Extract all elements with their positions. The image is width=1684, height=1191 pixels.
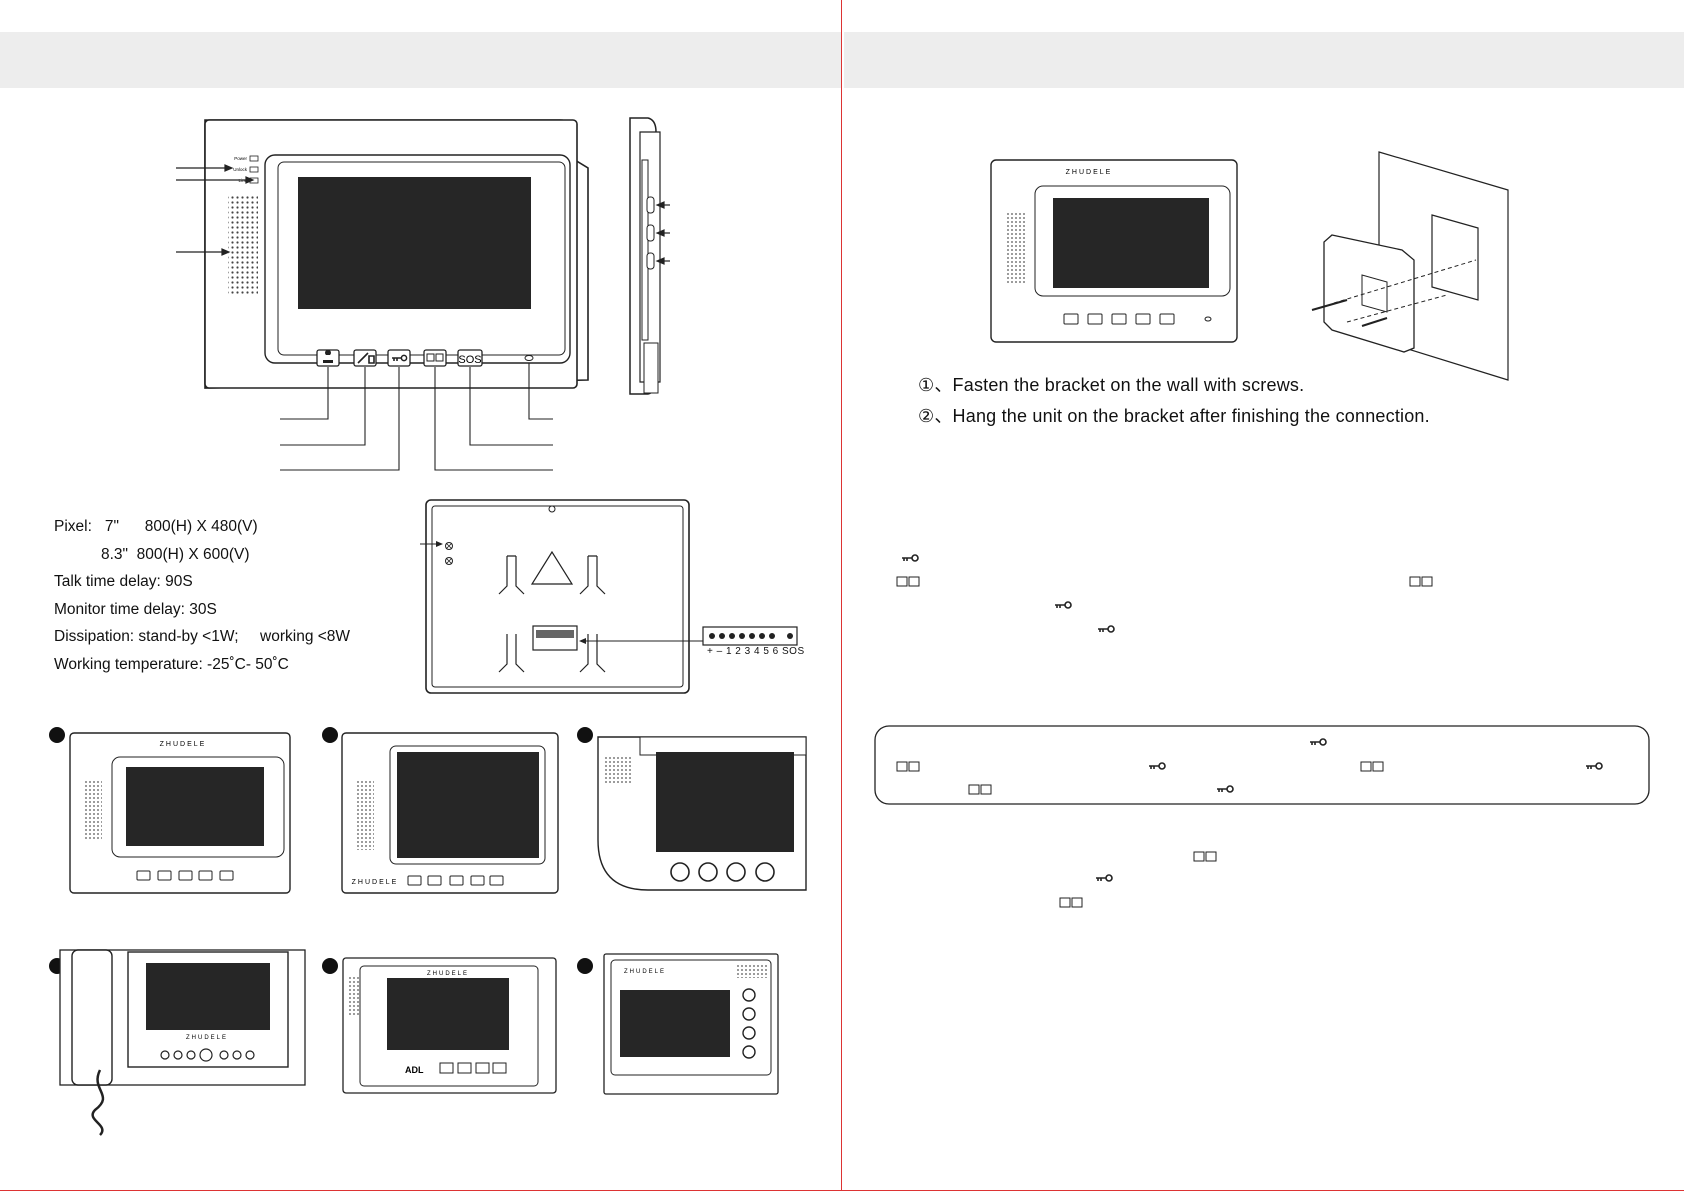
svg-text:ADL: ADL [405, 1065, 424, 1075]
side-view [629, 117, 670, 395]
note-box [874, 725, 1650, 805]
unlock-key-icon [1096, 874, 1113, 882]
intercom-icon [896, 761, 920, 772]
install-step-2: ②、Hang the unit on the bracket after fin… [918, 406, 1430, 426]
front-screen [298, 177, 531, 309]
svg-text:ZHUDELE: ZHUDELE [624, 969, 666, 975]
unlock-key-icon [902, 554, 919, 562]
spec-monitor: Monitor time delay: 30S [54, 600, 217, 618]
svg-text:ZHUDELE: ZHUDELE [186, 1035, 228, 1041]
installation-diagram: ZHUDELE [990, 151, 1509, 381]
spec-dissipation: Dissipation: stand-by <1W; working <8W [54, 628, 351, 645]
installation-monitor: ZHUDELE [990, 159, 1238, 343]
install-step-1: ①、Fasten the bracket on the wall with sc… [918, 375, 1305, 395]
unlock-key-icon [1098, 625, 1115, 633]
right-header-band [844, 32, 1684, 88]
front-buttons: SOS [316, 349, 534, 367]
terminal-block [702, 626, 798, 646]
wall-bracket [1311, 151, 1509, 381]
model-4: ZHUDELE [59, 949, 306, 1136]
intercom-icon [896, 576, 920, 587]
intercom-icon [1360, 761, 1384, 772]
svg-text:ZHUDELE: ZHUDELE [427, 971, 469, 977]
intercom-icon [968, 784, 992, 795]
unlock-key-icon [1055, 601, 1072, 609]
intercom-icon [1193, 851, 1217, 862]
led-label-unlock: Unlock [233, 167, 248, 172]
spec-pixel-83: 8.3" 800(H) X 600(V) [101, 545, 250, 563]
right-page: ZHUDELE ①、Fasten the bracket on the wall… [842, 0, 1684, 1191]
unlock-key-icon [1217, 785, 1234, 793]
terminal-labels: + – 1 2 3 4 5 6 SOS [707, 646, 805, 657]
sos-button [457, 349, 483, 367]
specifications: Pixel: 7" 800(H) X 480(V) 8.3" 800(H) X … [54, 513, 350, 678]
spec-talk: Talk time delay: 90S [54, 573, 193, 590]
microphone [524, 355, 534, 361]
model-gallery: ZHUDELE ZHUDELE ZHUDELE [49, 727, 807, 1136]
model-1: ZHUDELE [69, 732, 291, 894]
left-page: Power Unlock Line SOS [0, 0, 842, 1191]
front-panel-diagram: Power Unlock Line SOS [176, 117, 798, 694]
model-5: ZHUDELE ADL [342, 957, 557, 1094]
intercom-icon [1409, 576, 1433, 587]
model-6: ZHUDELE [603, 953, 779, 1095]
rear-panel [420, 499, 706, 694]
unlock-key-icon [1310, 738, 1327, 746]
svg-text:ZHUDELE: ZHUDELE [1066, 169, 1113, 176]
left-header-band [0, 32, 841, 88]
unlock-key-icon [1586, 762, 1603, 770]
svg-text:ZHUDELE: ZHUDELE [160, 741, 207, 748]
model-2: ZHUDELE [341, 732, 559, 894]
svg-text:SOS: SOS [458, 354, 481, 366]
callout-lines-bottom [280, 363, 553, 471]
intercom-icon [1059, 897, 1083, 908]
led-label-power: Power [234, 156, 247, 161]
callout-arrows-left [176, 164, 255, 256]
spec-pixel-7: Pixel: 7" 800(H) X 480(V) [54, 518, 258, 535]
svg-text:ZHUDELE: ZHUDELE [352, 879, 399, 886]
unlock-key-icon [1149, 762, 1166, 770]
model-3 [597, 736, 807, 891]
spec-temperature: Working temperature: -25˚C- 50˚C [54, 655, 289, 673]
speaker-grille [228, 196, 258, 296]
operation-icons [874, 554, 1650, 908]
